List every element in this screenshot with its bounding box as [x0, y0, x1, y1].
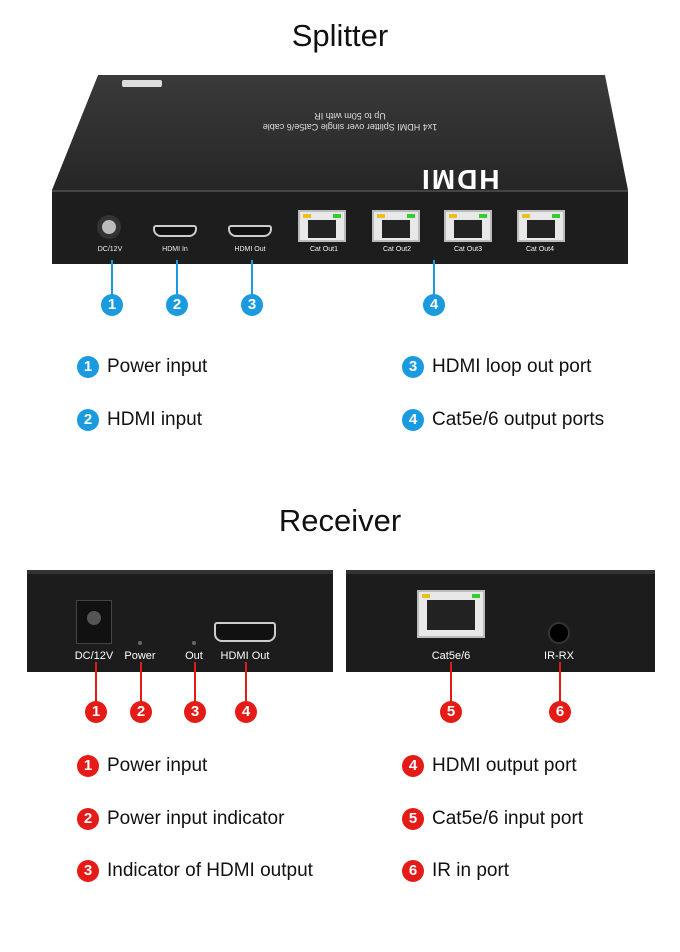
- port-label: Cat Out3: [453, 246, 482, 253]
- legend-item: 2 Power input indicator: [77, 808, 284, 830]
- device-top: [52, 75, 628, 190]
- port-label: HDMI Out: [234, 246, 266, 253]
- marker-3: 3: [77, 860, 99, 882]
- legend-item: 3 HDMI loop out port: [402, 356, 591, 378]
- marker-1: 1: [85, 701, 107, 723]
- ir-rx-jack: [548, 622, 570, 644]
- device-sticker: [122, 80, 162, 87]
- marker-5: 5: [402, 808, 424, 830]
- dc-jack: [76, 600, 112, 644]
- port-label: Power: [124, 650, 156, 662]
- marker-4: 4: [402, 755, 424, 777]
- device-top-text-1: 1x4 HDMI Splitter over single Cat5e/6 ca…: [262, 122, 438, 132]
- port-label: Cat Out2: [382, 246, 411, 253]
- legend-item: 6 IR in port: [402, 860, 509, 882]
- marker-4: 4: [235, 701, 257, 723]
- cat-out1-port: [298, 210, 346, 242]
- marker-4: 4: [402, 409, 424, 431]
- receiver-title: Receiver: [278, 503, 402, 538]
- splitter-title: Splitter: [291, 18, 389, 53]
- cat-out3-port: [444, 210, 492, 242]
- marker-4: 4: [423, 294, 445, 316]
- legend-label: Indicator of HDMI output: [107, 860, 313, 881]
- legend-label: Power input indicator: [107, 808, 285, 829]
- cat-out4-port: [517, 210, 565, 242]
- callout-line: [251, 260, 253, 295]
- marker-6: 6: [549, 701, 571, 723]
- callout-line: [433, 260, 435, 295]
- port-label: IR-RX: [544, 650, 574, 662]
- legend-item: 5 Cat5e/6 input port: [402, 808, 583, 830]
- legend-item: 3 Indicator of HDMI output: [77, 860, 313, 882]
- port-label: DC/12V: [97, 246, 123, 253]
- marker-2: 2: [166, 294, 188, 316]
- port-label: DC/12V: [74, 650, 114, 662]
- legend-label: Cat5e/6 output ports: [432, 409, 605, 430]
- marker-6: 6: [402, 860, 424, 882]
- cat-input-port: [417, 590, 485, 638]
- marker-1: 1: [77, 356, 99, 378]
- marker-5: 5: [440, 701, 462, 723]
- port-label: Cat Out4: [525, 246, 554, 253]
- callout-line: [450, 662, 452, 702]
- legend-label: Power input: [107, 356, 208, 377]
- port-label: Cat5e/6: [431, 650, 471, 662]
- hdmi-out-port: [214, 622, 276, 642]
- callout-line: [194, 662, 196, 702]
- marker-3: 3: [184, 701, 206, 723]
- legend-label: HDMI loop out port: [432, 356, 592, 377]
- legend-item: 2 HDMI input: [77, 409, 202, 431]
- cat-out2-port: [372, 210, 420, 242]
- port-label: Cat Out1: [309, 246, 338, 253]
- power-led: [138, 641, 142, 645]
- legend-label: HDMI output port: [432, 755, 577, 776]
- receiver-rear-panel: [346, 570, 655, 672]
- legend-label: IR in port: [432, 860, 510, 881]
- out-led: [192, 641, 196, 645]
- marker-3: 3: [241, 294, 263, 316]
- legend-item: 4 HDMI output port: [402, 755, 577, 777]
- marker-2: 2: [77, 808, 99, 830]
- dc-jack: [97, 215, 121, 239]
- legend-label: Power input: [107, 755, 208, 776]
- legend-label: HDMI input: [107, 409, 203, 430]
- marker-3: 3: [402, 356, 424, 378]
- device-top-text-2: Up to 50m with IR: [314, 111, 386, 121]
- callout-line: [95, 662, 97, 702]
- port-label: HDMI In: [162, 246, 188, 253]
- callout-line: [245, 662, 247, 702]
- legend-item: 1 Power input: [77, 755, 207, 777]
- legend-label: Cat5e/6 input port: [432, 808, 584, 829]
- legend-item: 4 Cat5e/6 output ports: [402, 409, 604, 431]
- marker-2: 2: [130, 701, 152, 723]
- marker-1: 1: [77, 755, 99, 777]
- callout-line: [559, 662, 561, 702]
- hdmi-in-port: [153, 225, 197, 237]
- marker-1: 1: [101, 294, 123, 316]
- port-label: Out: [185, 650, 203, 662]
- callout-line: [111, 260, 113, 295]
- callout-line: [176, 260, 178, 295]
- legend-item: 1 Power input: [77, 356, 207, 378]
- port-label: HDMI Out: [220, 650, 270, 662]
- marker-2: 2: [77, 409, 99, 431]
- callout-line: [140, 662, 142, 702]
- hdmi-out-port: [228, 225, 272, 237]
